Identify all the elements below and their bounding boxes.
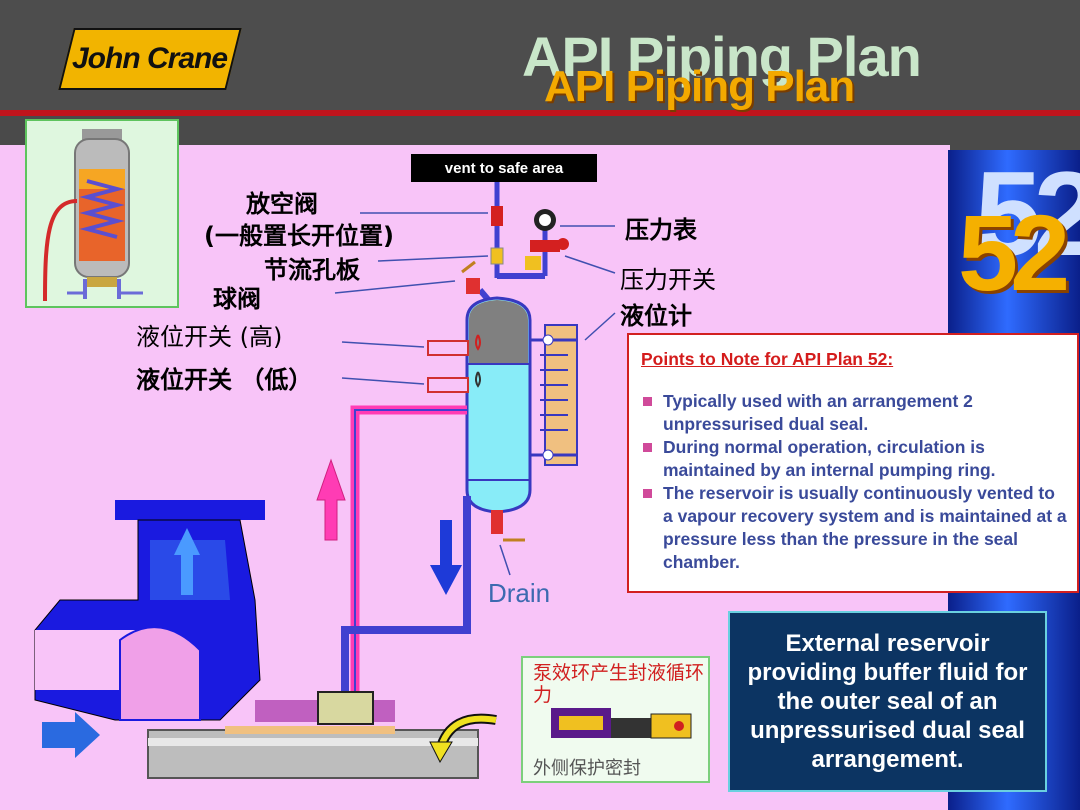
seal-inset-caption: 泵效环产生封液循环力 bbox=[533, 662, 705, 706]
flow-down-arrow bbox=[430, 520, 462, 595]
ball-valve-icon bbox=[466, 278, 480, 294]
level-switch-high-label: 液位开关 (高) bbox=[136, 323, 283, 351]
drain-valve-icon bbox=[491, 510, 503, 534]
impeller bbox=[119, 626, 201, 721]
pressure-switch-icon bbox=[530, 240, 560, 252]
notes-title: Points to Note for API Plan 52: bbox=[641, 349, 894, 369]
orifice-label: 节流孔板 bbox=[264, 256, 360, 284]
level-gauge-label: 液位计 bbox=[620, 302, 692, 330]
seal-inset: 泵效环产生封液循环力 外侧保护密封 bbox=[521, 656, 710, 783]
vent-valve-icon bbox=[491, 206, 503, 226]
plan-number-shadow: 52 bbox=[975, 147, 1080, 281]
discharge-arrow bbox=[174, 528, 200, 595]
orifice-icon bbox=[490, 247, 504, 265]
seal-inset-footer: 外侧保护密封 bbox=[533, 758, 641, 779]
discharge-flange bbox=[115, 500, 265, 520]
note-item: During normal operation, circulation is … bbox=[641, 436, 1069, 482]
seal-cartridge bbox=[317, 691, 374, 725]
vent-valve-note: (一般置长开位置) bbox=[204, 222, 394, 250]
vent-valve-label: 放空阀 bbox=[246, 190, 318, 218]
page-title-shadow: API Piping Plan bbox=[522, 25, 922, 88]
return-pipe bbox=[341, 496, 471, 705]
ball-valve-label: 球阀 bbox=[213, 285, 261, 313]
reservoir-thumbnail-image bbox=[43, 129, 143, 302]
vent-label: vent to safe area bbox=[411, 154, 597, 182]
level-switch-high-icon bbox=[427, 340, 469, 356]
notes-panel: Points to Note for API Plan 52: Typicall… bbox=[627, 333, 1079, 593]
plan-number: 52 bbox=[958, 192, 1070, 313]
pump-shaft bbox=[147, 729, 479, 779]
drain-label: Drain bbox=[488, 578, 551, 608]
suction-arrow bbox=[42, 712, 100, 758]
header-divider bbox=[0, 110, 1080, 116]
summary-box: External reservoir providing buffer flui… bbox=[728, 611, 1047, 792]
flow-up-arrow bbox=[316, 458, 346, 541]
seal-inset-image bbox=[551, 708, 692, 739]
reservoir-gas-space bbox=[469, 300, 528, 364]
level-gauge-icon bbox=[544, 324, 578, 466]
level-switch-low-icon bbox=[427, 377, 469, 393]
reservoir-thumbnail bbox=[25, 119, 179, 308]
pressure-switch-label: 压力开关 bbox=[620, 266, 716, 294]
pressure-gauge-label: 压力表 bbox=[625, 216, 697, 244]
level-switch-low-label: 液位开关 （低） bbox=[136, 366, 313, 394]
note-item: Typically used with an arrangement 2 unp… bbox=[641, 390, 1069, 436]
note-item: The reservoir is usually continuously ve… bbox=[641, 482, 1069, 574]
page-title: API Piping Plan bbox=[544, 62, 855, 111]
